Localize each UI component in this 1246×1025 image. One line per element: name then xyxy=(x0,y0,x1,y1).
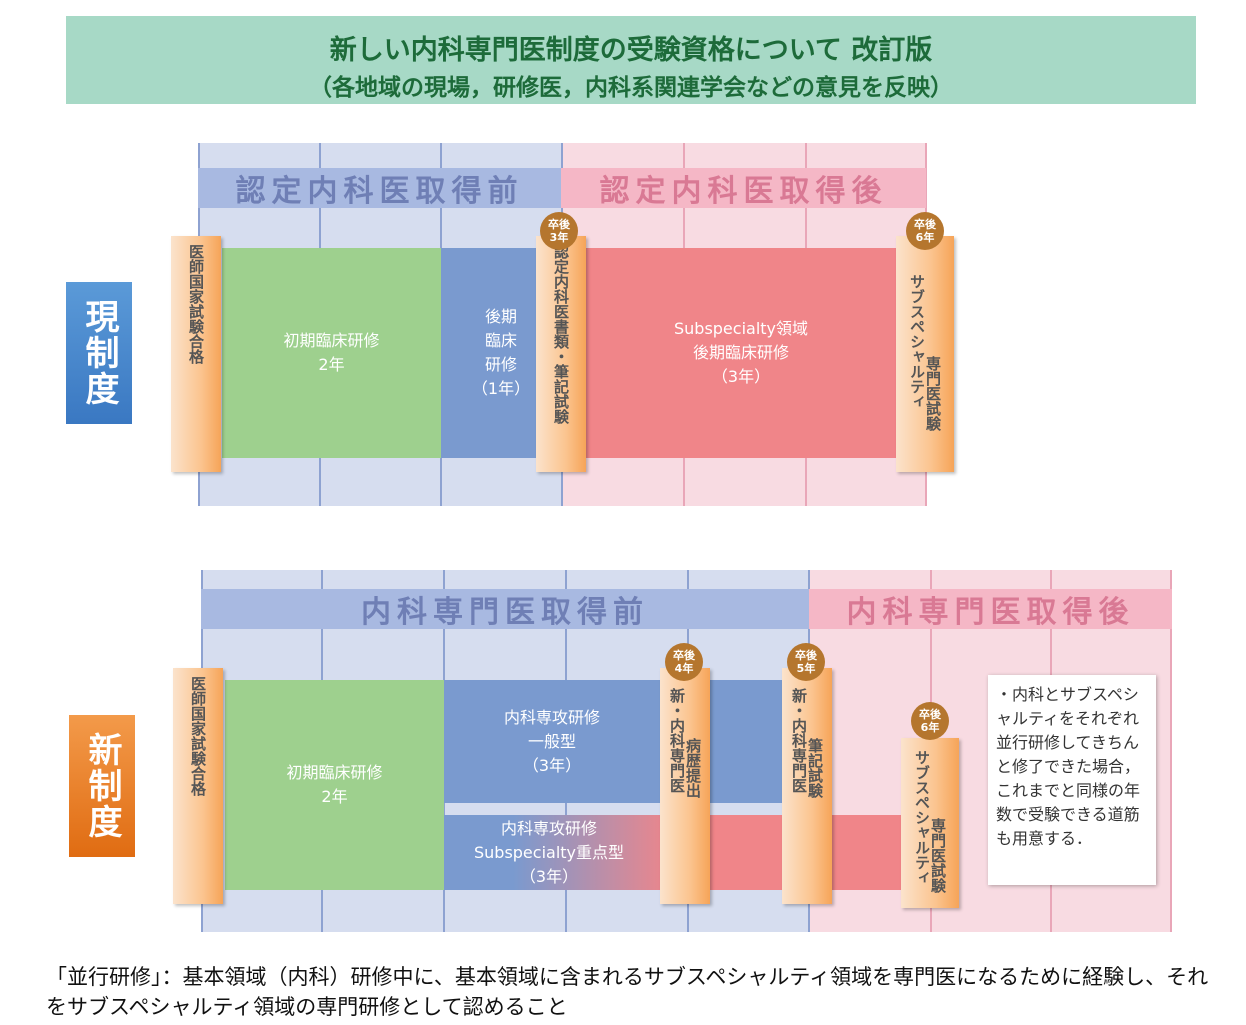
parallel-training-callout: ・内科とサブスペシャルティをそれぞれ並行研修してきちんと修了できた場合，これまで… xyxy=(988,675,1156,885)
new-written-exam-pillar: 新・内科専門医 筆記試験 xyxy=(782,668,832,904)
new-subspecialty-exam-text-b: 専門医試験 xyxy=(929,818,947,893)
new-national-exam-pillar: 医師国家試験合格 xyxy=(173,668,223,904)
badge-year5: 卒後 5年 xyxy=(787,643,825,681)
badge-year6: 卒後 6年 xyxy=(906,212,944,250)
new-history-submission-pillar: 新・内科専門医 病歴提出 xyxy=(660,668,710,904)
current-subspecialty-exam-pillar: サブスペシャルティ 専門医試験 xyxy=(896,236,954,472)
current-banner-before: 認定内科医取得前 xyxy=(198,168,561,209)
new-banner-after: 内科専門医取得後 xyxy=(809,589,1172,630)
badge-year6-new: 卒後 6年 xyxy=(911,702,949,740)
title-main: 新しい内科専門医制度の受験資格について 改訂版 xyxy=(329,35,933,66)
current-certified-exam-pillar: 認定内科医書類・筆記試験 xyxy=(536,236,586,472)
new-national-exam-text: 医師国家試験合格 xyxy=(189,676,207,796)
badge-year4: 卒後 4年 xyxy=(665,643,703,681)
current-initial-training: 初期臨床研修 2年 xyxy=(222,248,441,458)
new-history-text-b: 病歴提出 xyxy=(684,738,702,798)
new-banner-before: 内科専門医取得前 xyxy=(201,589,809,630)
new-system-label: 新制度 xyxy=(69,715,135,857)
grid-line xyxy=(1170,570,1172,932)
new-written-text-a: 新・内科専門医 xyxy=(790,688,808,793)
parallel-training-definition: 「並行研修」：基本領域（内科）研修中に、基本領域に含まれるサブスペシャルティ領域… xyxy=(46,965,1209,1019)
current-subspecialty-exam-text-a: サブスペシャルティ xyxy=(908,274,926,409)
new-initial-training: 初期臨床研修 2年 xyxy=(225,680,444,890)
new-history-text-a: 新・内科専門医 xyxy=(668,688,686,793)
new-subspecialty-exam-text-a: サブスペシャルティ xyxy=(913,750,931,885)
current-subspecialty-exam-text-b: 専門医試験 xyxy=(924,356,942,431)
current-national-exam-text: 医師国家試験合格 xyxy=(187,244,205,364)
new-general-training: 内科専攻研修 一般型 （3年） xyxy=(444,680,800,803)
new-written-text-b: 筆記試験 xyxy=(806,738,824,798)
current-subspecialty-training: Subspecialty領域 後期臨床研修 （3年） xyxy=(561,248,921,458)
current-certified-exam-text: 認定内科医書類・筆記試験 xyxy=(552,244,570,424)
current-system-label: 現制度 xyxy=(66,282,132,424)
current-banner-after: 認定内科医取得後 xyxy=(561,168,926,209)
current-national-exam-pillar: 医師国家試験合格 xyxy=(171,236,221,472)
title-sub: （各地域の現場，研修医，内科系関連学会などの意見を反映） xyxy=(309,75,953,101)
new-subspecialty-exam-pillar: サブスペシャルティ 専門医試験 xyxy=(901,738,959,908)
title-banner: 新しい内科専門医制度の受験資格について 改訂版 （各地域の現場，研修医，内科系関… xyxy=(66,16,1196,104)
badge-year3: 卒後 3年 xyxy=(540,212,578,250)
